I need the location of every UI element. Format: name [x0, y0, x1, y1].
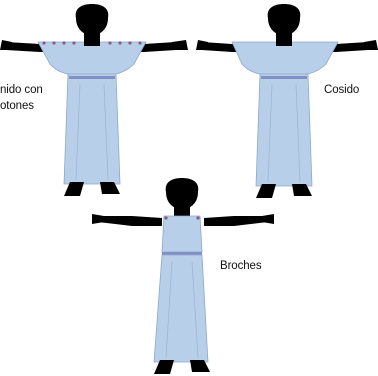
bodice [162, 216, 202, 252]
head [76, 4, 109, 36]
dress-body [154, 255, 208, 362]
figure-brooches [92, 180, 274, 374]
label-buttoned-line-1: nido con [0, 82, 43, 98]
right-arm [204, 216, 268, 226]
figure-sewn [196, 4, 378, 200]
right-hand [364, 40, 378, 50]
right-hand [262, 214, 274, 224]
tunic-overfold [232, 42, 338, 76]
tunic-overfold [38, 42, 146, 76]
left-hand [92, 214, 104, 224]
label-sewn: Cosido [324, 82, 359, 98]
dress-body [64, 74, 120, 184]
label-brooches: Broches [220, 258, 262, 274]
left-hand [196, 40, 208, 50]
figure-brooches-illustration [92, 180, 274, 374]
label-buttoned: nido con otones [0, 82, 43, 114]
left-hand [0, 40, 12, 50]
belt [69, 76, 115, 79]
right-hand [172, 40, 188, 50]
figure-sewn-illustration [196, 4, 378, 200]
label-buttoned-line-2: otones [0, 98, 43, 114]
belt [261, 76, 307, 79]
left-arm [98, 216, 162, 226]
belt [162, 252, 202, 255]
dress-body [256, 74, 312, 186]
head [268, 4, 301, 36]
head [166, 178, 199, 210]
